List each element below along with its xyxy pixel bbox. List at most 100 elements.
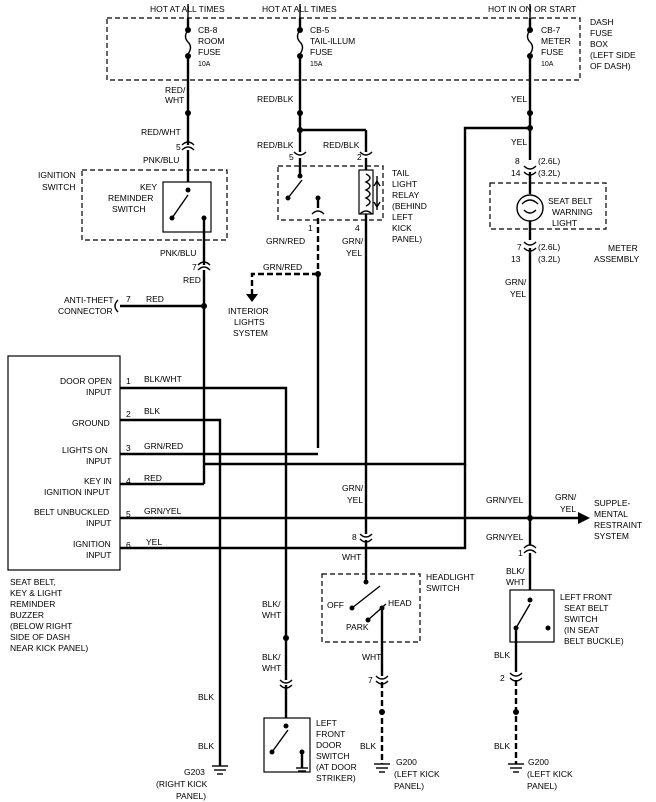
wire-label: RED/BLK (323, 140, 360, 150)
buzzer-label: REMINDER (10, 599, 55, 609)
pin-label: 8 (515, 156, 520, 166)
wire-label: BLK (360, 741, 376, 751)
tail-relay-label: PANEL) (392, 234, 422, 244)
wire-label: RED/WHT (141, 127, 181, 137)
door-switch-icon (269, 723, 308, 772)
pin-label: 7 (517, 242, 522, 252)
headlight-switch: 8 WHT OFF HEAD PARK HEADLIGHT SWITCH WHT… (321, 532, 475, 791)
door-switch-label: STRIKER) (316, 773, 356, 783)
seat-belt-switch-label: (IN SEAT (564, 625, 599, 635)
g203-label: (RIGHT KICK (156, 779, 208, 789)
wire-label: GRN/ (342, 236, 364, 246)
pin-label: 6 (126, 540, 131, 550)
pin-label: 4 (355, 223, 360, 233)
hot-label-2: HOT AT ALL TIMES (262, 4, 337, 14)
wire-label: GRN/ (342, 483, 364, 493)
meter-assembly-label: METER (608, 243, 638, 253)
tail-relay-label: TAIL (392, 168, 410, 178)
buzzer-input-label: BELT UNBUCKLED (34, 507, 109, 517)
wire-label: BLK/ (506, 566, 525, 576)
tail-relay-coil-icon (358, 158, 381, 215)
wire-label: GRN/YEL (486, 532, 524, 542)
ignition-switch-label: SWITCH (42, 182, 76, 192)
wire-label: GRN/ (555, 492, 577, 502)
g200a-label: PANEL) (394, 781, 424, 791)
cb5-line3: FUSE (310, 47, 333, 57)
wire-label: BLK (494, 650, 510, 660)
g200a-label: G200 (396, 757, 417, 767)
pin-label: 7 (368, 675, 373, 685)
cb8-name: CB-8 (198, 25, 218, 35)
anti-theft-label: ANTI-THEFT (64, 295, 114, 305)
ground-g200b-icon (508, 763, 524, 773)
pin-label: 7 (192, 262, 197, 272)
wire-label: RED (183, 275, 201, 285)
buzzer-label: SIDE OF DASH (10, 632, 70, 642)
interior-lights-label: INTERIOR (228, 306, 269, 316)
door-switch-label: DOOR (316, 740, 342, 750)
buzzer-input-label: INPUT (86, 456, 112, 466)
seat-belt-warning-light-icon (516, 172, 544, 240)
cb8-line3: FUSE (198, 47, 221, 57)
pin-label: 5 (176, 142, 181, 152)
wire-label: YEL (347, 495, 363, 505)
buzzer-input-label: GROUND (72, 418, 110, 428)
door-switch: BLK/ WHT BLK/ WHT LEFT FRONT DOOR SWITCH… (262, 599, 357, 783)
cb8-line2: ROOM (198, 36, 224, 46)
pin-label: 1 (308, 223, 313, 233)
key-reminder-switch-icon (169, 187, 207, 221)
wire-label: BLK (494, 741, 510, 751)
wire-label: GRN/RED (266, 236, 305, 246)
tail-relay-label: LEFT (392, 212, 413, 222)
wire-label: BLK/ (262, 599, 281, 609)
wire-label: WHT (506, 577, 525, 587)
circuit-cb8: RED/ WHT RED/WHT 5 PNK/BLU IGNITION SWIT… (38, 56, 228, 484)
srs-label: SYSTEM (594, 531, 629, 541)
seat-belt-light-label: WARNING (552, 207, 593, 217)
wire-label: WHT (342, 552, 361, 562)
buzzer-input-label: INPUT (86, 387, 112, 397)
seat-belt-switch-label: SEAT BELT (564, 603, 608, 613)
headlight-switch-label: HEADLIGHT (426, 572, 475, 582)
wire-label: RED (146, 294, 164, 304)
hot-label-3: HOT IN ON OR START (488, 4, 576, 14)
wire-label: PNK/BLU (143, 155, 179, 165)
buzzer-label: (BELOW RIGHT (10, 621, 72, 631)
wire-label: YEL (511, 137, 527, 147)
variant-label: (3.2L) (538, 168, 560, 178)
buzzer-input-label: DOOR OPEN (60, 376, 112, 386)
buzzer-input-label: IGNITION INPUT (44, 487, 110, 497)
g200b-label: (LEFT KICK (527, 769, 573, 779)
pin-label: 2 (126, 409, 131, 419)
circuit-cb7: YEL YEL 8 14 (2.6L) (3.2L) SEAT BELT WAR… (204, 56, 642, 791)
key-reminder-label: REMINDER (108, 193, 153, 203)
wire-label: YEL (346, 248, 362, 258)
wire-label: WHT (262, 663, 281, 673)
g203-label: G203 (184, 767, 205, 777)
wire-label: BLK (198, 692, 214, 702)
cb5-name: CB-5 (310, 25, 330, 35)
variant-label: (2.6L) (538, 242, 560, 252)
buzzer-label: KEY & LIGHT (10, 588, 62, 598)
ignition-switch-label: IGNITION (38, 170, 76, 180)
hl-head-label: HEAD (388, 598, 412, 608)
fuse-box-label-4: (LEFT SIDE (590, 50, 636, 60)
pin-label: 5 (289, 152, 294, 162)
wire-label: GRN/ (505, 277, 527, 287)
interior-lights-label: SYSTEM (233, 328, 268, 338)
tail-relay-label: KICK (392, 223, 412, 233)
ground-g203: BLK BLK G203 (RIGHT KICK PANEL) (156, 692, 228, 801)
wire-label: YEL (560, 504, 576, 514)
door-switch-label: FRONT (316, 729, 345, 739)
g200b-label: G200 (528, 757, 549, 767)
hl-park-label: PARK (346, 622, 369, 632)
fuse-box-label-1: DASH (590, 17, 614, 27)
pin-label: 14 (511, 168, 521, 178)
ground-g200a-icon (374, 763, 390, 773)
dash-fuse-box: HOT AT ALL TIMES HOT AT ALL TIMES HOT IN… (106, 4, 636, 81)
anti-theft-label: CONNECTOR (58, 306, 113, 316)
fuse-cb8-icon (184, 18, 192, 59)
cb8-rating: 10A (198, 61, 211, 68)
wire-label: BLK/WHT (144, 374, 182, 384)
